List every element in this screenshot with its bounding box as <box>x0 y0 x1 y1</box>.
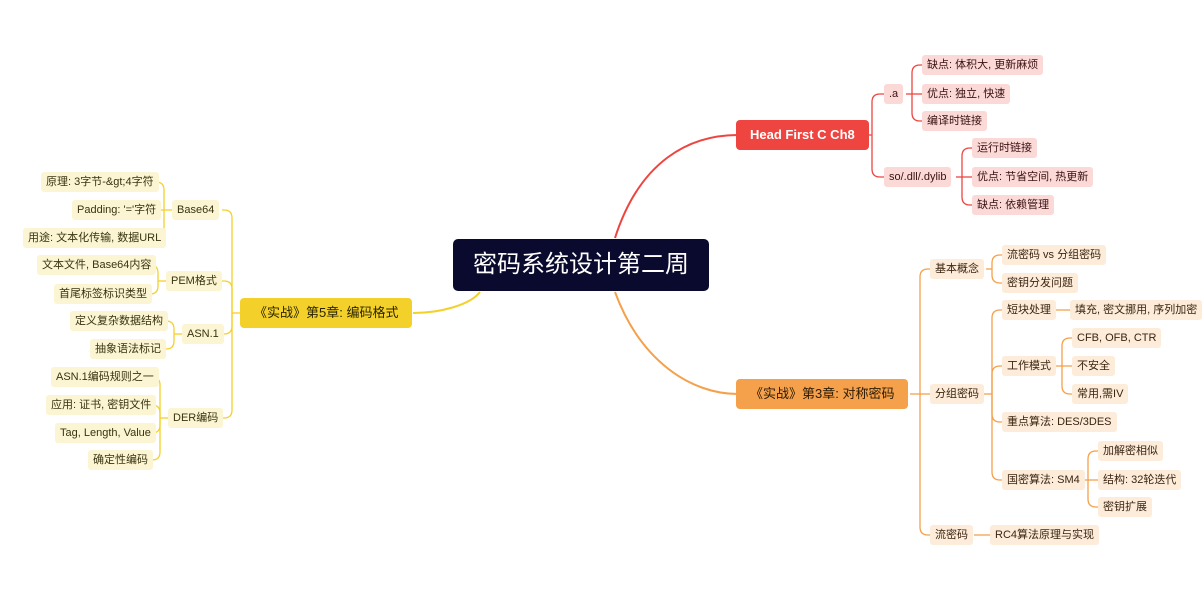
branch-encoding-formats[interactable]: 《实战》第5章: 编码格式 <box>240 298 413 328</box>
node-der-deterministic[interactable]: 确定性编码 <box>88 450 153 470</box>
node-mode-insecure[interactable]: 不安全 <box>1072 356 1115 376</box>
node-pem[interactable]: PEM格式 <box>166 271 222 291</box>
root-topic[interactable]: 密码系统设计第二周 <box>453 239 709 291</box>
node-der-usage[interactable]: 应用: 证书, 密钥文件 <box>46 395 157 415</box>
node-asn1-syntax[interactable]: 抽象语法标记 <box>90 339 166 359</box>
node-sm4[interactable]: 国密算法: SM4 <box>1002 470 1085 490</box>
node-shared-lib[interactable]: so/.dll/.dylib <box>884 167 952 187</box>
branch-head-first-c[interactable]: Head First C Ch8 <box>736 120 869 150</box>
node-base64-principle[interactable]: 原理: 3字节-&gt;4字符 <box>41 172 159 192</box>
node-pem-tags[interactable]: 首尾标签标识类型 <box>54 284 152 304</box>
node-rc4[interactable]: RC4算法原理与实现 <box>990 525 1100 545</box>
node-pem-text[interactable]: 文本文件, Base64内容 <box>37 255 157 275</box>
node-stream-cipher[interactable]: 流密码 <box>930 525 973 545</box>
node-short-block[interactable]: 短块处理 <box>1002 300 1056 320</box>
node-static-compile-link[interactable]: 编译时链接 <box>922 111 987 131</box>
node-der-rule[interactable]: ASN.1编码规则之一 <box>51 367 159 387</box>
node-key-distribution[interactable]: 密钥分发问题 <box>1002 273 1078 293</box>
node-asn1[interactable]: ASN.1 <box>182 324 224 344</box>
node-der-tlv[interactable]: Tag, Length, Value <box>55 423 156 443</box>
node-shared-runtime-link[interactable]: 运行时链接 <box>972 138 1037 158</box>
node-asn1-structure[interactable]: 定义复杂数据结构 <box>70 311 168 331</box>
node-sm4-key-expansion[interactable]: 密钥扩展 <box>1098 497 1152 517</box>
node-shared-pros[interactable]: 优点: 节省空间, 热更新 <box>972 167 1094 187</box>
node-work-mode[interactable]: 工作模式 <box>1002 356 1056 376</box>
node-static-cons[interactable]: 缺点: 体积大, 更新麻烦 <box>922 55 1044 75</box>
node-base64-usage[interactable]: 用途: 文本化传输, 数据URL <box>23 228 167 248</box>
node-sm4-symmetric[interactable]: 加解密相似 <box>1098 441 1163 461</box>
node-padding-methods[interactable]: 填充, 密文挪用, 序列加密 <box>1070 300 1203 320</box>
node-sm4-rounds[interactable]: 结构: 32轮迭代 <box>1098 470 1182 490</box>
node-mode-common-iv[interactable]: 常用,需IV <box>1072 384 1129 404</box>
node-base64-padding[interactable]: Padding: '='字符 <box>72 200 162 220</box>
node-static-lib[interactable]: .a <box>884 84 904 104</box>
node-stream-vs-block[interactable]: 流密码 vs 分组密码 <box>1002 245 1107 265</box>
node-des[interactable]: 重点算法: DES/3DES <box>1002 412 1117 432</box>
branch-symmetric-crypto[interactable]: 《实战》第3章: 对称密码 <box>736 379 909 409</box>
node-base64[interactable]: Base64 <box>172 200 220 220</box>
node-der[interactable]: DER编码 <box>168 408 224 428</box>
node-mode-cfb-ofb-ctr[interactable]: CFB, OFB, CTR <box>1072 328 1162 348</box>
node-static-pros[interactable]: 优点: 独立, 快速 <box>922 84 1011 104</box>
node-shared-cons[interactable]: 缺点: 依赖管理 <box>972 195 1055 215</box>
node-block-cipher[interactable]: 分组密码 <box>930 384 984 404</box>
node-basic-concepts[interactable]: 基本概念 <box>930 259 984 279</box>
